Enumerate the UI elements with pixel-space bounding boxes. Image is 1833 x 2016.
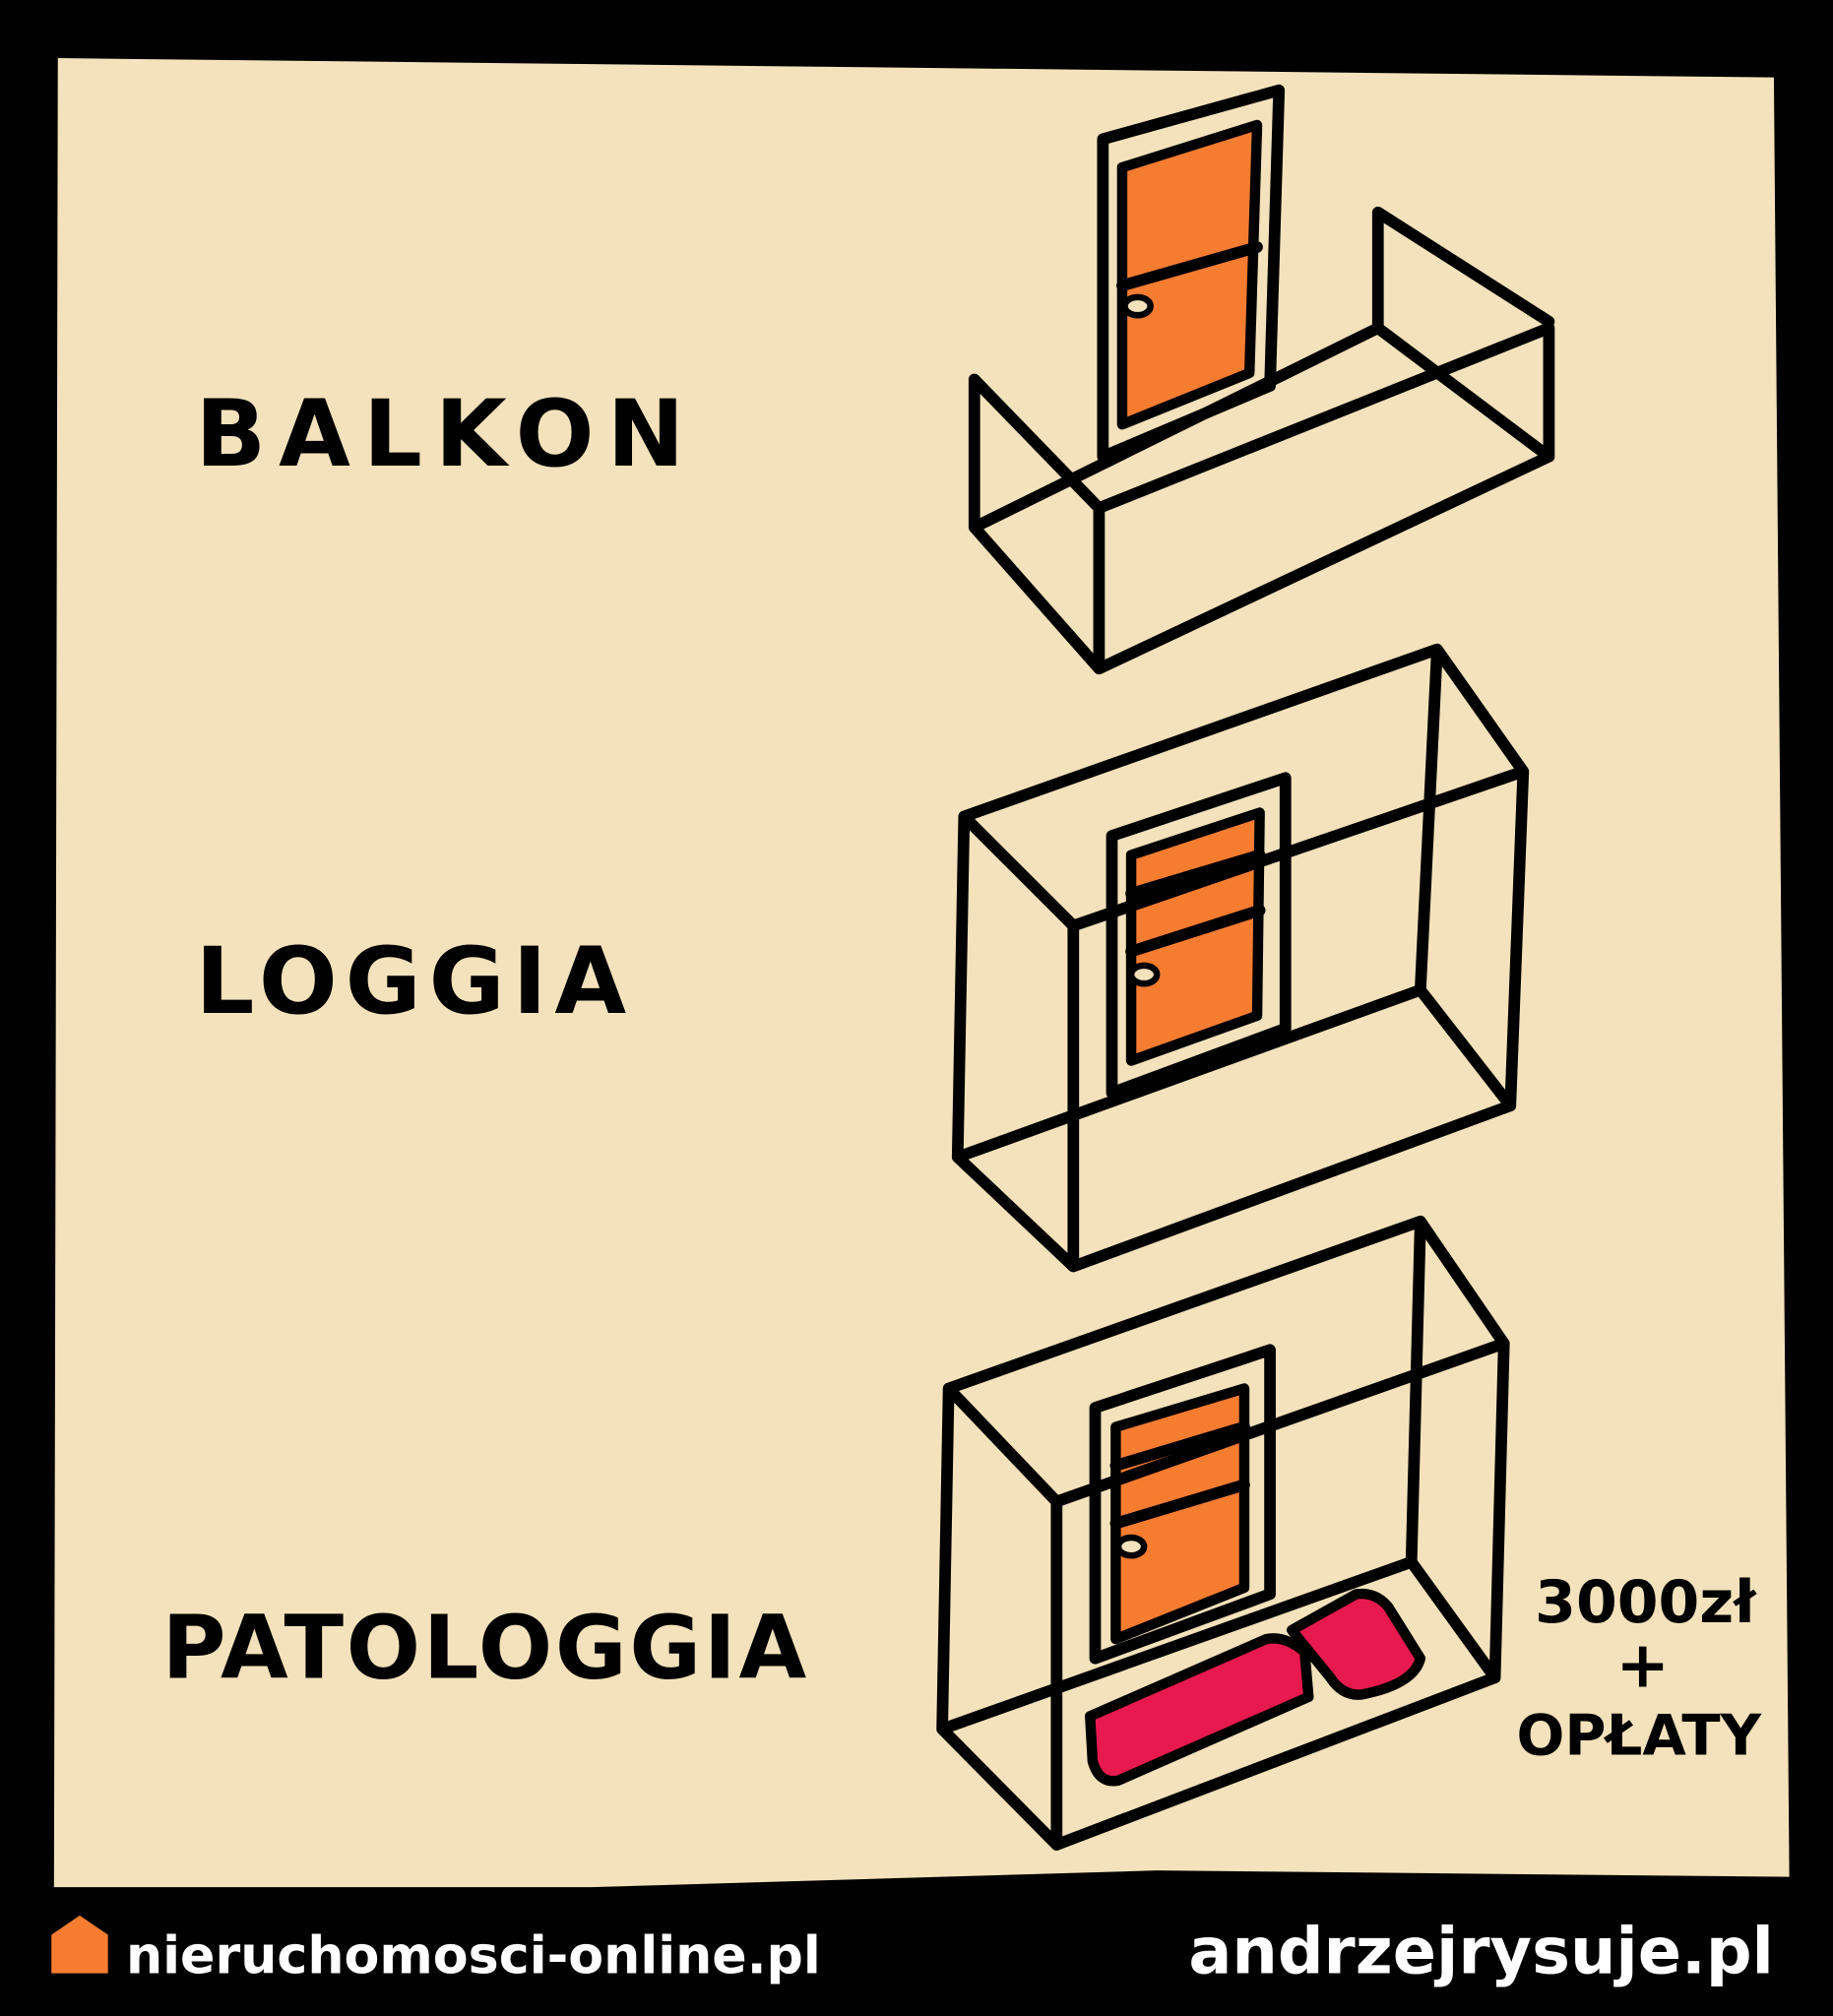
patologgia-drawing bbox=[936, 1215, 1510, 1851]
pillow bbox=[1287, 1588, 1426, 1700]
house-logo-icon bbox=[51, 1915, 108, 1974]
label-loggia: LOGGIA bbox=[195, 928, 634, 1036]
door-knob-icon bbox=[1114, 1534, 1148, 1559]
footer-left-site[interactable]: nieruchomosci-online.pl bbox=[126, 1927, 821, 1986]
balcony-drawing bbox=[968, 84, 1555, 675]
door bbox=[1116, 119, 1263, 430]
price-plus: + bbox=[1615, 1627, 1670, 1702]
footer-right-site[interactable]: andrzejrysuje.pl bbox=[1188, 1915, 1774, 1989]
door-knob-icon bbox=[1127, 962, 1161, 987]
door-knob-icon bbox=[1121, 293, 1154, 319]
mattress bbox=[1085, 1633, 1314, 1787]
loggia-drawing bbox=[951, 643, 1530, 1273]
label-balkon: BALKON bbox=[195, 381, 697, 488]
price-amount: 3000zł bbox=[1535, 1568, 1757, 1637]
panel-background bbox=[53, 58, 1790, 1888]
price-fees: OPŁATY bbox=[1517, 1703, 1763, 1769]
label-patologgia: PATOLOGGIA bbox=[162, 1597, 809, 1698]
